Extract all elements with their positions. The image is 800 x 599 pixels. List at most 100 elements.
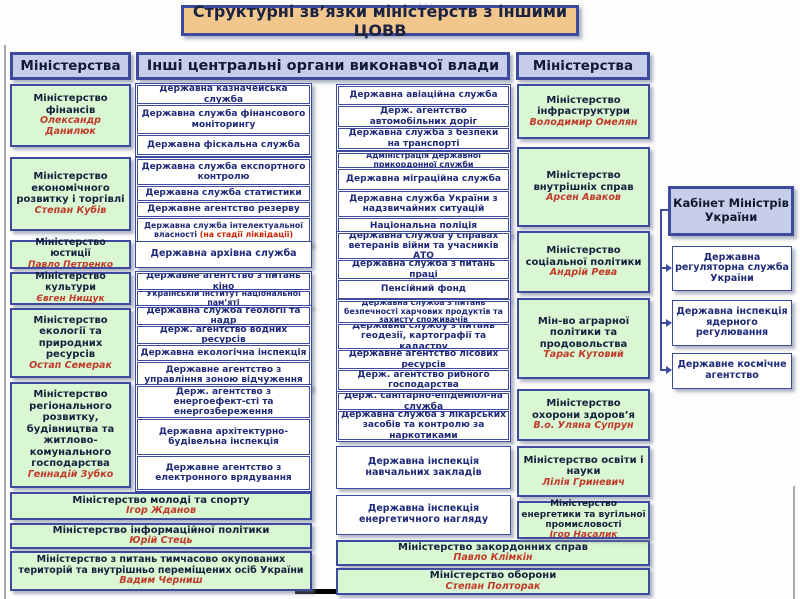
minister-name: Олександр Данилюк [39,115,101,137]
ministry-name: Міністерство економічного розвитку і тор… [16,171,125,206]
ministry-box-agrarian: Мін-во аграрної політики та продовольств… [517,298,650,379]
minister-name: Володимир Омелян [529,116,638,128]
ministry-box-justice: Міністерство юстиції Павло Петренко [10,237,131,270]
agency-box: Державне агентство з електронного врядув… [137,456,310,490]
agency-box: Пенсійний фонд [338,280,509,299]
minister-name: Юрій Стець [129,535,193,547]
agency-box: Держ. агентство водних ресурсів [137,326,310,344]
agency-box: Державна служба з безпеки на транспорті [338,128,509,149]
slide-right-border [793,486,795,599]
agency-box: Державна казначейська служба [137,85,310,104]
ministry-box-infrastructure: Міністерство інфраструктури Володимир Ом… [517,84,650,139]
agency-box: Держ. агентство з енергоефект-сті та ене… [137,386,310,418]
minister-name: Остап Семерак [29,359,112,371]
ministry-name: Міністерство освіти і науки [523,454,644,478]
agency-box: Адміністрація Державної прикордонної слу… [338,153,509,168]
agency-group-health: Держ. санітарно-епідеміол-на служба Держ… [336,391,511,442]
ministry-name: Міністерство соціальної політики [525,245,642,268]
minister-name: Лілія Гриневич [542,476,625,488]
connector-arrow-icon [666,366,672,374]
agency-box: Державна архітектурно-будівельна інспекц… [137,419,310,455]
agency-box: Державна авіаційна служба [338,86,509,105]
agency-box: Державна служба у справах ветеранів війн… [338,233,509,259]
ministry-box-interior: Міністерство внутрішніх справ Арсен Авак… [517,147,650,227]
header-ministries-right: Міністерства [516,52,650,80]
cabinet-of-ministers-box: Кабінет Міністрів України [668,186,794,236]
minister-name: Арсен Аваков [546,192,621,204]
agency-box: Держ. агентство рибного господарства [338,370,509,390]
header-ministries-left: Міністерства [10,52,131,80]
ministry-box-youth-sport: Міністерство молоді та спорту Ігор Ждано… [10,492,312,520]
minister-name: Тарас Кутовий [543,349,624,361]
agency-box: Державна інспекція енергетичного нагляду [336,495,511,535]
ministry-box-social-policy: Міністерство соціальної політики Андрій … [517,231,650,293]
ministry-name: Міністерство інформаційної політики [52,524,270,536]
minister-name: Геннадій Зубко [27,468,114,480]
connector-line [660,267,667,269]
connector-line [660,369,667,371]
agency-box: Державна служба фінансового моніторингу [137,105,310,134]
ministry-name: Міністерство культури [35,271,106,294]
agency-box: Державне агентство лісових ресурсів [338,350,509,369]
page-title: Структурні зв’язки міністерств з іншими … [181,2,579,40]
ministry-name: Міністерство екології та природних ресур… [33,314,108,361]
ministry-box-regional: Міністерство регіонального розвитку, буд… [10,382,131,488]
ministry-name: Міністерство оборони [429,570,557,582]
agency-box: Державна інспекція навчальних закладів [336,446,511,489]
minister-name: Вадим Черниш [119,575,203,587]
minister-name: Павло Клімкін [453,552,533,564]
ministry-name: Міністерство охорони здоров’я [532,398,635,421]
minister-name: Ігор Насалик [549,530,618,541]
agency-box: Державна інспекція ядерного регулювання [672,300,792,346]
agency-group-agrarian: Державна служба з питань безпечності хар… [336,299,511,392]
agency-box: Державна екологічна інспекція [137,345,310,361]
ministry-name: Міністерство закордонних справ [398,541,588,553]
agency-group-finance: Державна казначейська служба Державна сл… [135,83,312,157]
agency-group-culture: Державне агентство з питань кіно Українс… [135,271,312,308]
agency-group-social: Державна служба у справах ветеранів війн… [336,231,511,301]
slide-left-border [4,45,6,599]
agency-box: Державна міграційна служба [338,169,509,190]
ministry-box-defence: Міністерство оборони Степан Полторак [336,568,650,595]
ministry-name: Міністерство енергетики та вугільної про… [521,499,646,530]
connector-arrow-icon [666,264,672,272]
agency-label: Державна служба інтелектуальної власност… [144,221,303,239]
ministry-box-energy: Міністерство енергетики та вугільної про… [517,499,650,541]
artifact-dots: ... [418,0,436,8]
ministry-box-foreign-affairs: Міністерство закордонних справ Павло Клі… [336,540,650,566]
connector-arrow-icon [666,319,672,327]
agency-box: Державна служба України з надзвичайних с… [338,191,509,217]
agency-group-infrastructure: Державна авіаційна служба Держ. агентств… [336,84,511,151]
agency-group-ecology: Державна служба геології та надр Держ. а… [135,305,312,390]
agency-box: Державна служба з питань праці [338,260,509,279]
ministry-box-ecology: Міністерство екології та природних ресур… [10,308,131,378]
agency-box: Державна служба з лікарських засобів та … [338,411,509,440]
ministry-name: Міністерство фінансів [33,93,108,116]
ministry-box-education: Міністерство освіти і науки Лілія Гринев… [517,446,650,497]
agency-box: Українській інститут національної пам’ят… [137,291,310,306]
agency-box: Державне агентство з питань кіно [137,273,310,290]
minister-name: Степан Кубів [34,204,107,216]
agency-box: Державна служба геології та надр [137,307,310,325]
minister-name: В.о. Уляна Супрун [533,420,634,432]
ministry-box-health: Міністерство охорони здоров’я В.о. Уляна… [517,389,650,441]
ministry-box-information-policy: Міністерство інформаційної політики Юрій… [10,523,312,549]
minister-name: Степан Полторак [445,580,541,592]
connector-line [660,322,667,324]
agency-group-regional: Держ. агентство з енергоефект-сті та ене… [135,384,312,492]
agency-group-economy: Державна служба експортного контролю Дер… [135,157,312,246]
ministry-name: Міністерство з питань тимчасово окупован… [18,553,304,576]
ministry-box-economy: Міністерство економічного розвитку і тор… [10,157,131,231]
agency-box: Державна служба статистики [137,186,310,201]
minister-name: Ігор Жданов [126,505,196,517]
agency-box: Державна службу з питань геодезії, карто… [338,324,509,349]
agency-box: Держ. агентство автомобільних доріг [338,106,509,127]
agency-group-interior: Адміністрація Державної прикордонної слу… [336,151,511,237]
ministry-box-culture: Міністерство культури Євген Нищук [10,271,131,305]
ministry-box-occupied-territories: Міністерство з питань тимчасово окупован… [10,551,312,591]
agency-box: Державна регуляторна служба України [672,246,792,291]
ministry-name: Міністерство юстиції [35,237,106,260]
agency-box: Державна служба з питань безпечності хар… [338,301,509,323]
minister-name: Євген Нищук [36,294,105,305]
